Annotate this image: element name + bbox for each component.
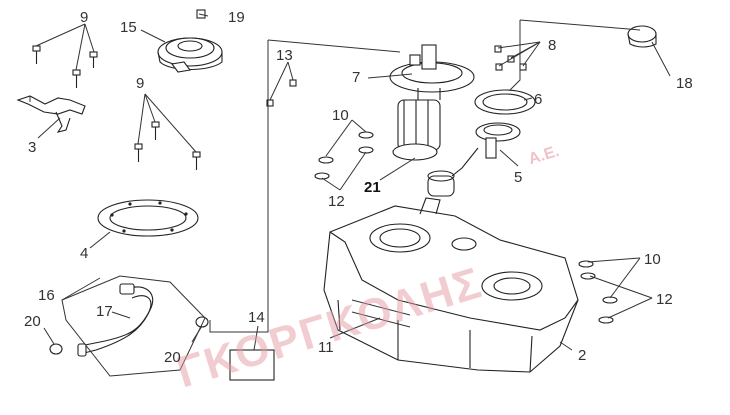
callout-17: 17 [96,303,113,320]
callout-13: 13 [276,47,293,64]
part-clamps [49,316,209,355]
callout-3: 3 [28,139,36,156]
callout-9-mid: 9 [136,75,144,92]
callout-14: 14 [248,309,265,326]
callout-labels: 9 19 15 3 9 4 13 7 10 12 21 6 8 18 5 10 … [24,9,693,366]
part-pump-gasket [474,89,536,115]
callout-12-right: 12 [656,291,673,308]
part-hose [77,283,153,357]
callout-7: 7 [352,69,360,86]
watermark-suffix: A.E. [527,143,562,168]
callout-21: 21 [364,179,381,196]
part-label-sticker [229,349,275,381]
part-level-sender [451,122,521,177]
callout-5: 5 [514,169,522,186]
part-washers-left [314,131,374,180]
callout-10-right: 10 [644,251,661,268]
leader-lines [35,13,671,377]
callout-19: 19 [228,9,245,26]
callout-2: 2 [578,347,586,364]
callout-10-left: 10 [332,107,349,124]
callout-20-left: 20 [24,313,41,330]
part-bolts-9-mid [134,121,201,170]
callout-9-top: 9 [80,9,88,26]
callout-12-left: 12 [328,193,345,210]
part-fuel-cap [157,9,223,73]
callout-15: 15 [120,19,137,36]
callout-8: 8 [548,37,556,54]
callout-16: 16 [38,287,55,304]
part-fuel-tank [323,197,579,373]
part-bolts-9-top [32,45,98,88]
part-small-bolts-13 [266,79,297,107]
part-bracket [16,95,86,133]
callout-18: 18 [676,75,693,92]
callout-20-right: 20 [164,349,181,366]
part-bolts-8 [494,45,527,71]
callout-6: 6 [534,91,542,108]
part-filter [427,170,455,197]
part-ring-gasket [97,199,199,237]
part-washers-right [578,260,618,324]
callout-4: 4 [80,245,88,262]
callout-11: 11 [318,339,334,356]
part-fuel-pump [389,44,475,161]
